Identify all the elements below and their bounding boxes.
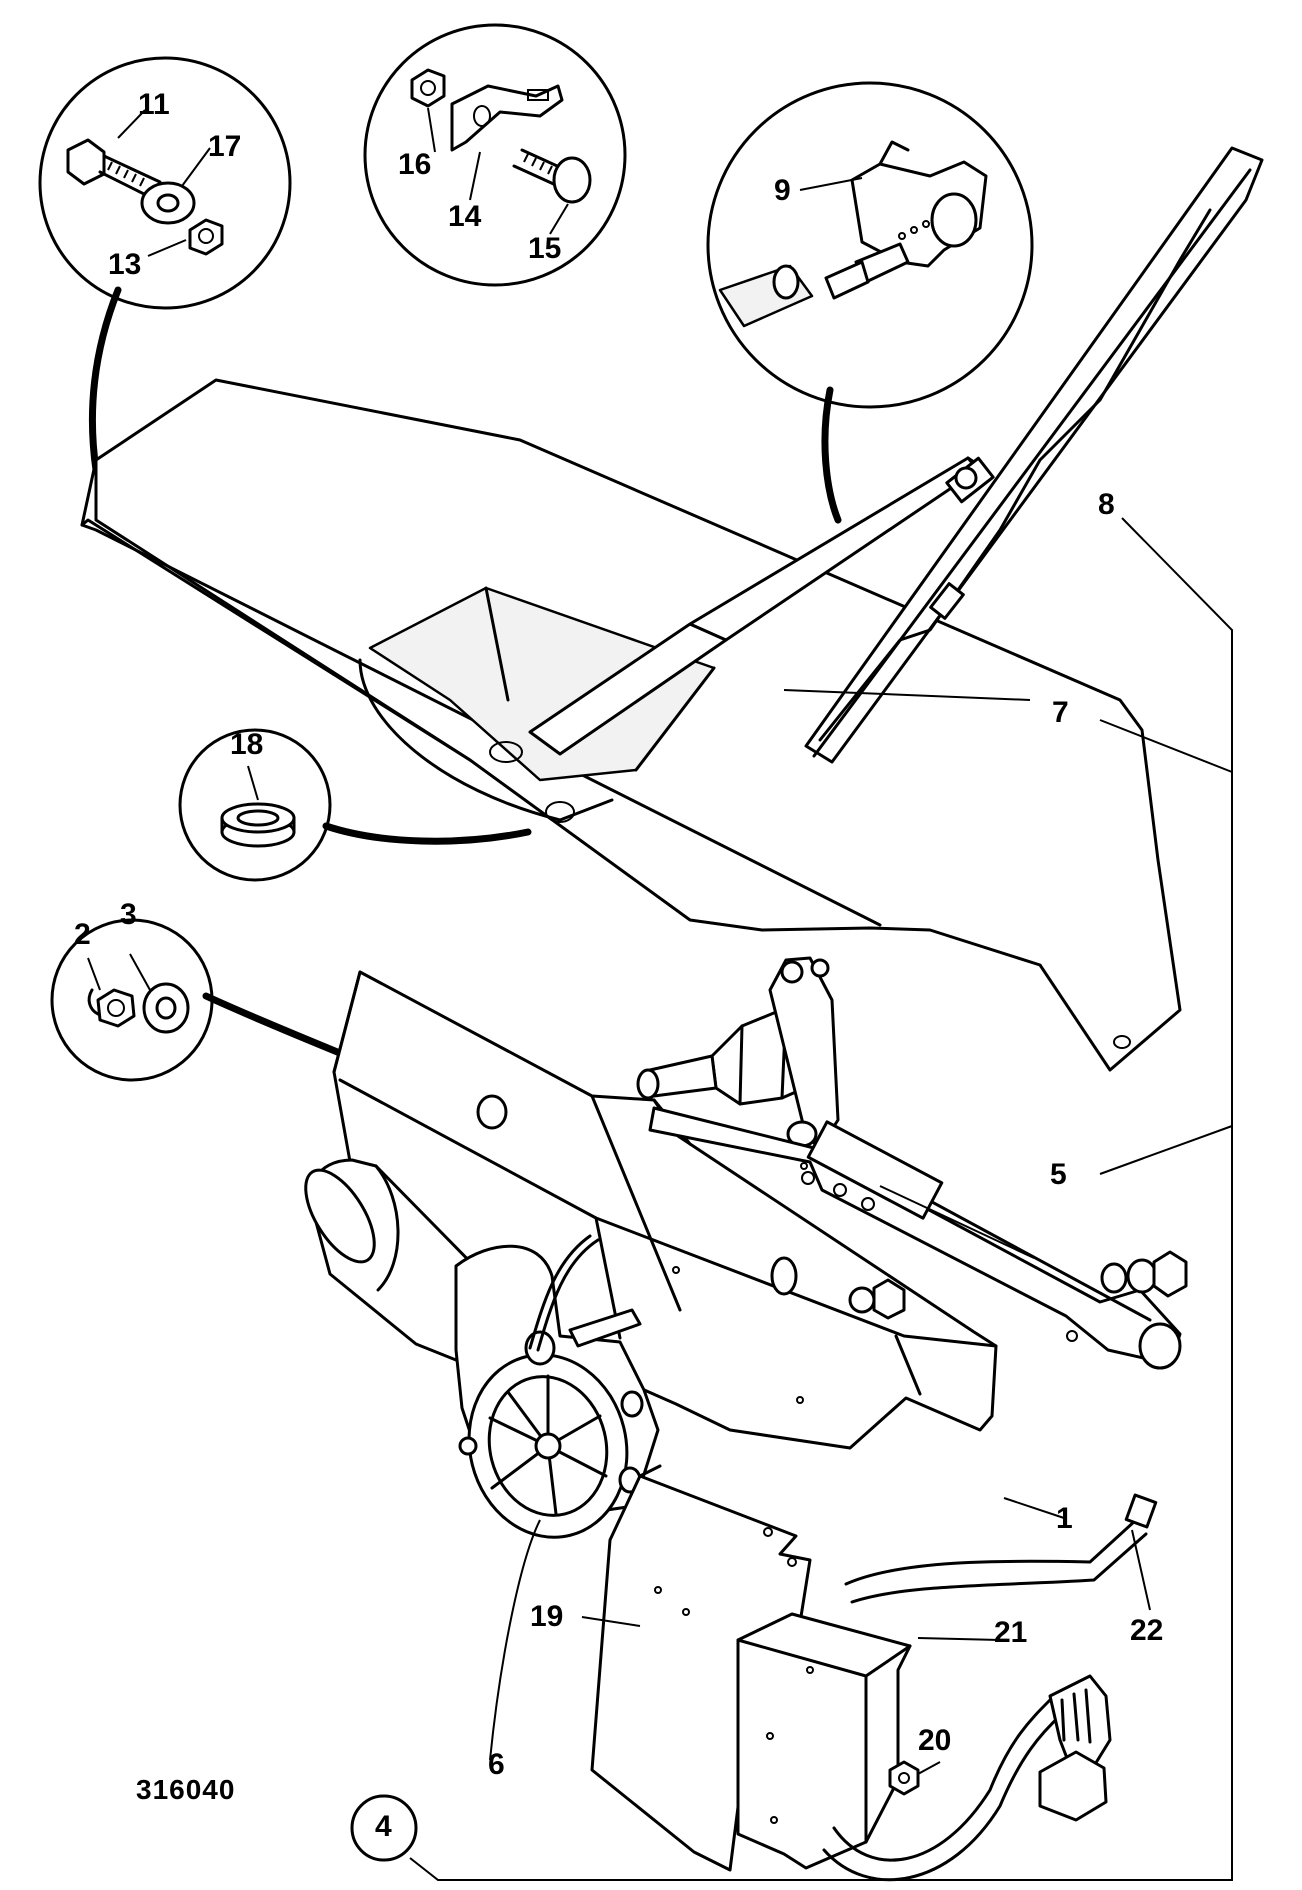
- callout-17: 17: [208, 130, 242, 163]
- callout-14: 14: [448, 200, 482, 233]
- earth-lead-part-22: [844, 1493, 1158, 1604]
- nut-part-13: [188, 218, 224, 256]
- detail-grommet: [178, 728, 332, 882]
- callout-4-circle: [350, 1794, 418, 1862]
- detail-nut-washer: [50, 918, 214, 1082]
- connector-harness: [822, 1674, 1112, 1882]
- leader-detail-arm: [821, 386, 842, 524]
- nut-part-2: [87, 988, 136, 1028]
- bolt-part-15: [512, 148, 592, 204]
- detail-bracket: [363, 23, 627, 287]
- assembly-bracket-lines: [409, 517, 1233, 1881]
- callout-19: 19: [530, 1600, 564, 1633]
- callout-20: 20: [918, 1724, 952, 1757]
- control-unit-part-21: [736, 1612, 912, 1870]
- nut-part-20: [888, 1760, 920, 1796]
- detail-bolt-washer-nut: [38, 56, 292, 310]
- grommet-part-18: [220, 802, 296, 848]
- callout-6: 6: [488, 1748, 505, 1781]
- callout-15: 15: [528, 232, 562, 265]
- leader-detail-grommet: [322, 822, 532, 845]
- callout-13: 13: [108, 248, 142, 281]
- motor-part-6: [304, 1158, 666, 1761]
- callout-8: 8: [1098, 488, 1115, 521]
- cowl-panel-part-7: [80, 378, 1182, 1072]
- label-leaders: [581, 689, 1151, 1775]
- callout-5: 5: [1050, 1158, 1067, 1191]
- callout-16: 16: [398, 148, 432, 181]
- callout-4: 4: [375, 1810, 392, 1843]
- callout-11: 11: [138, 88, 170, 121]
- wiper-blade-part-8: [804, 146, 1264, 764]
- washer-part-17: [140, 181, 196, 225]
- linkage-part-5: [636, 956, 1188, 1370]
- callout-9: 9: [774, 174, 791, 207]
- motor-gearbox-ribs: [488, 1374, 608, 1516]
- callout-22: 22: [1130, 1614, 1164, 1647]
- detail-wiper-arm-end: [706, 81, 1034, 409]
- callout-2: 2: [74, 918, 91, 951]
- callout-21: 21: [994, 1616, 1028, 1649]
- lock-washer-part-3: [142, 982, 190, 1034]
- figure-reference-number: 316040: [136, 1774, 236, 1805]
- callout-7: 7: [1052, 696, 1069, 729]
- arm-end-part-9: [718, 140, 988, 328]
- callout-1: 1: [1056, 1502, 1073, 1535]
- bracket-part-14: [450, 84, 564, 152]
- callout-3: 3: [120, 898, 137, 931]
- leader-detail-bolt: [88, 286, 122, 474]
- nut-part-16: [410, 68, 446, 108]
- callout-18: 18: [230, 728, 264, 761]
